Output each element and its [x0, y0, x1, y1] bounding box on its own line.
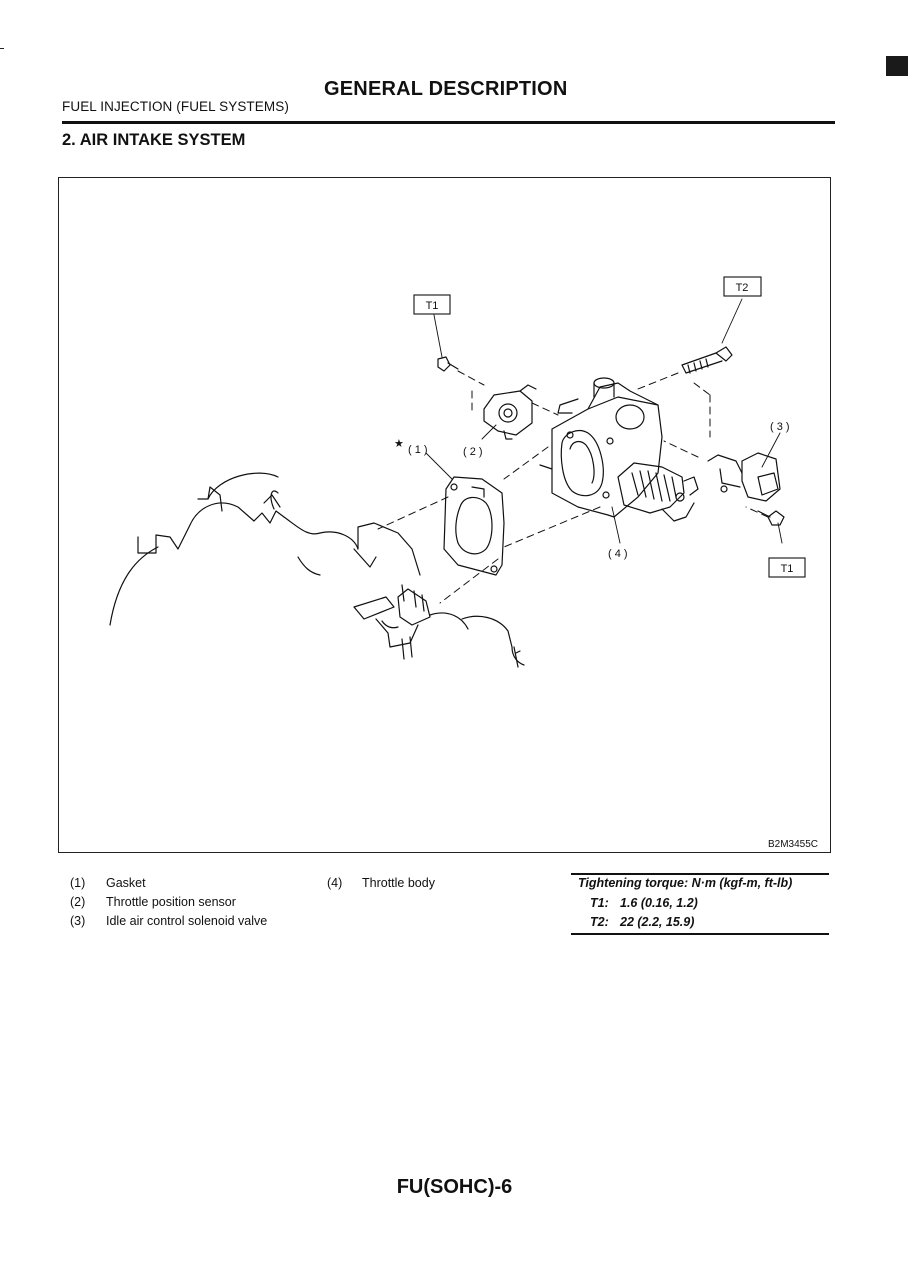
- torque-key-t1: T1:: [590, 896, 609, 910]
- header-rule: [62, 121, 835, 124]
- callout-number-2: ( 2 ): [463, 446, 483, 458]
- figure-frame: [58, 177, 831, 853]
- intake-manifold-drawing: [109, 472, 525, 668]
- callout-number-4: ( 4 ): [608, 548, 628, 560]
- callout-label-t1-top: T1: [426, 300, 439, 312]
- callout-number-3: ( 3 ): [770, 421, 790, 433]
- section-path: FUEL INJECTION (FUEL SYSTEMS): [62, 99, 289, 114]
- page-number: FU(SOHC)-6: [396, 1176, 513, 1198]
- alignment-dashed-lines: [377, 370, 769, 604]
- edge-tick-mark: [0, 48, 4, 49]
- callout-box-t2: [723, 276, 762, 297]
- figure-code: B2M3455C: [768, 839, 819, 850]
- torque-value-t2: 22 (2.2, 15.9): [620, 915, 695, 929]
- torque-value-t1: 1.6 (0.16, 1.2): [620, 896, 698, 910]
- torque-table-bottom-rule: [571, 933, 829, 935]
- legend-text: Gasket: [106, 876, 146, 890]
- legend-number: (4): [327, 876, 343, 890]
- page-title: GENERAL DESCRIPTION: [324, 78, 568, 100]
- callout-label-t2: T2: [736, 282, 749, 294]
- torque-key-t2: T2:: [590, 915, 609, 929]
- legend-text: Idle air control solenoid valve: [106, 914, 268, 928]
- legend-text: Throttle position sensor: [106, 895, 236, 909]
- torque-table-top-rule: [571, 873, 829, 875]
- throttle-body-drawing: [539, 377, 699, 522]
- page-corner-marker: [886, 56, 908, 76]
- callout-label-t1-bottom: T1: [781, 563, 794, 575]
- star-marker: ★: [394, 438, 404, 450]
- callout-number-1: ( 1 ): [408, 444, 428, 456]
- legend-number: (1): [70, 876, 86, 890]
- legend-number: (2): [70, 895, 86, 909]
- air-intake-exploded-diagram: T1 T2 T1 ★ ( 1 ) ( 2 ) ( 3 ) ( 4 ): [109, 276, 806, 668]
- subsection-heading: 2. AIR INTAKE SYSTEM: [62, 131, 246, 149]
- throttle-position-sensor-drawing: [483, 384, 537, 440]
- torque-heading: Tightening torque: N·m (kgf-m, ft-lb): [578, 876, 793, 890]
- callout-leader-lines: [425, 298, 783, 544]
- legend-text: Throttle body: [362, 876, 435, 890]
- bolt-drawings: [437, 346, 785, 526]
- callout-box-t1-bottom: [768, 557, 806, 578]
- legend-number: (3): [70, 914, 86, 928]
- callout-box-t1-top: [413, 294, 451, 315]
- idle-air-control-valve-drawing: [707, 452, 781, 502]
- gasket-drawing: [443, 476, 505, 576]
